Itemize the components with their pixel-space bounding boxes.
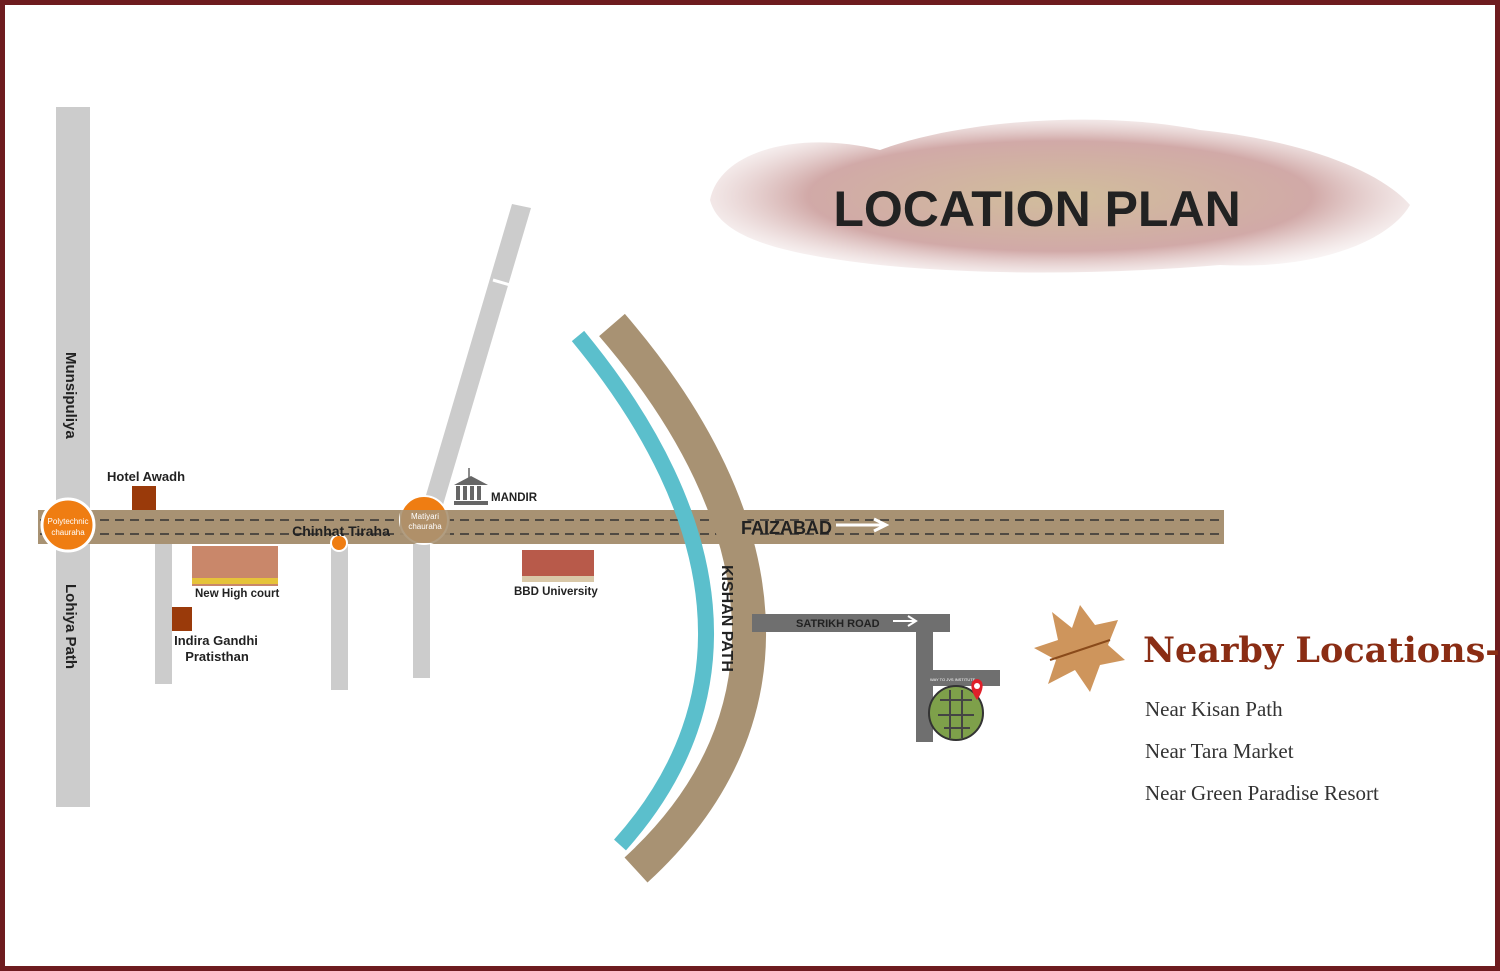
- arrow-icon: [836, 517, 890, 533]
- road-faizabad: [38, 510, 1224, 544]
- faizabad-label: FAIZABAD: [741, 518, 832, 538]
- nearby-item: Near Green Paradise Resort: [1145, 781, 1379, 805]
- road-diagonal: [421, 204, 531, 515]
- matiyari-label-2: chauraha: [408, 522, 442, 531]
- road-side-3: [413, 540, 430, 678]
- title-splash: [710, 119, 1410, 273]
- new-high-court-label: New High court: [195, 588, 280, 600]
- nearby-item: Near Tara Market: [1145, 739, 1294, 763]
- hotel-awadh-label: Hotel Awadh: [107, 469, 185, 484]
- page-title: LOCATION PLAN: [833, 181, 1240, 237]
- road-satrikh: [752, 614, 950, 632]
- chinhat-marker: [330, 534, 348, 552]
- indira-gandhi-label-2: Pratisthan: [185, 649, 249, 664]
- satrikh-road-label: SATRIKH ROAD: [796, 618, 880, 630]
- jvs-label: WAY TO JVS INSTITUTE: [930, 677, 976, 682]
- location-pin-icon: [971, 679, 983, 700]
- arrow-icon: [893, 615, 918, 627]
- autumn-leaf-icon: [1034, 605, 1125, 692]
- munsipuliya-label: Munsipuliya: [62, 352, 79, 439]
- temple-icon: [454, 468, 488, 505]
- polytechnic-chauraha-marker: [40, 497, 96, 553]
- nearby-locations-heading: Nearby Locations-: [1143, 630, 1500, 671]
- kishan-path-label: KISHAN PATH: [718, 565, 735, 672]
- polytechnic-label-2: chauraha: [51, 528, 85, 537]
- indira-gandhi-label: Indira Gandhi: [174, 633, 258, 648]
- road-side-1: [155, 540, 172, 684]
- chinhat-label: Chinhat Tiraha: [292, 523, 390, 539]
- lohiya-path-label: Lohiya Path: [62, 584, 79, 669]
- hotel-awadh-marker: [132, 486, 156, 510]
- road-munsipuliya: [56, 107, 90, 807]
- river: [571, 330, 715, 851]
- nearby-item: Near Kisan Path: [1145, 697, 1283, 721]
- mandir-label: MANDIR: [491, 492, 538, 504]
- indira-gandhi-marker: [172, 607, 192, 631]
- road-side-2: [331, 540, 348, 690]
- bbd-university-label: BBD University: [514, 586, 598, 598]
- polytechnic-label: Polytechnic: [48, 517, 89, 526]
- road-kishan-path: [599, 313, 766, 883]
- matiyari-label: Matiyari: [411, 512, 439, 521]
